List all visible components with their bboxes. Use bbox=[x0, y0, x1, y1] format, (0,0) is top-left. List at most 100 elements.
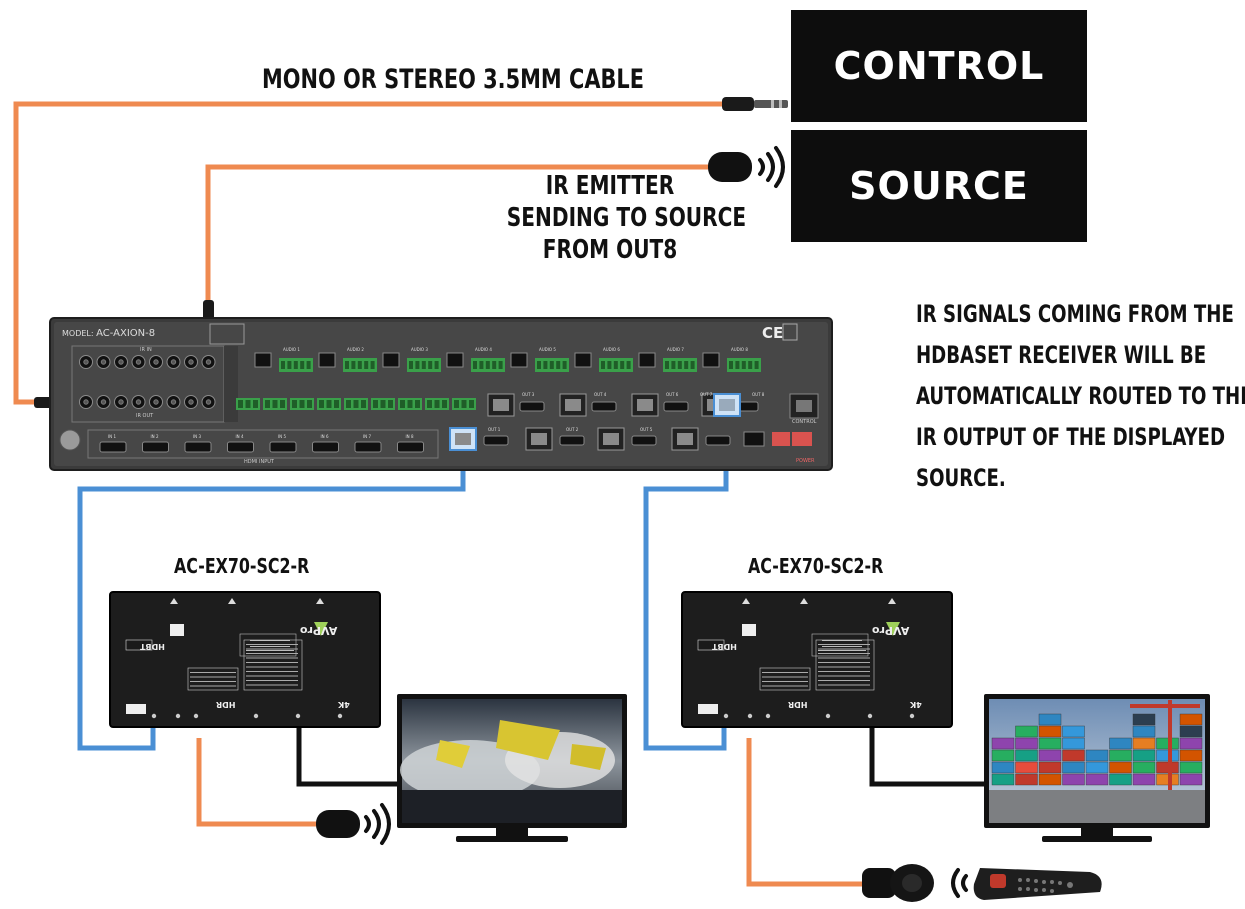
port-dot bbox=[338, 714, 342, 718]
sticker-line bbox=[246, 650, 294, 651]
terminal-screw bbox=[479, 361, 483, 369]
port-dot bbox=[724, 714, 728, 718]
hdmi-input-port bbox=[100, 442, 126, 452]
qr-mark bbox=[742, 624, 756, 636]
terminal-screw bbox=[373, 400, 378, 408]
terminal-screw bbox=[327, 400, 332, 408]
cable-ir-receiver bbox=[749, 738, 934, 902]
container-block bbox=[992, 774, 1014, 785]
container-block bbox=[1039, 726, 1061, 737]
terminal-screw bbox=[253, 400, 258, 408]
terminal-screw bbox=[601, 361, 605, 369]
receiver-left-brand: AVPro bbox=[300, 624, 337, 637]
container-block bbox=[1157, 774, 1179, 785]
spec-row bbox=[818, 685, 870, 686]
output-label: OUT 4 bbox=[594, 392, 606, 397]
terminal-screw bbox=[627, 361, 631, 369]
terminal-screw bbox=[300, 400, 305, 408]
terminal-screw bbox=[473, 361, 477, 369]
ir-waves-remote-icon bbox=[953, 870, 966, 896]
container-block bbox=[1133, 750, 1155, 761]
container-block bbox=[1039, 774, 1061, 785]
cable-hdmi-left bbox=[299, 725, 406, 784]
ir-emitter-line-3: FROM OUT8 bbox=[507, 234, 713, 266]
ir-jack-center bbox=[171, 360, 175, 364]
terminal-screw bbox=[307, 361, 311, 369]
optical-port bbox=[319, 353, 335, 367]
hdmi-input-label: IN 6 bbox=[321, 434, 329, 439]
spec-row bbox=[190, 681, 236, 682]
optical-port bbox=[575, 353, 591, 367]
ir-jack-center bbox=[101, 360, 105, 364]
terminal-screw bbox=[358, 361, 362, 369]
hdmi-input-port bbox=[270, 442, 296, 452]
port-dot bbox=[826, 714, 830, 718]
matrix-control-label: CONTROL bbox=[792, 419, 816, 425]
output-label: OUT 1 bbox=[488, 427, 500, 432]
receiver-left-hdr: HDR bbox=[216, 700, 236, 709]
terminal-screw bbox=[422, 361, 426, 369]
ir-jack-center bbox=[171, 400, 175, 404]
receiver-left-4k: 4K bbox=[338, 700, 350, 709]
receiver-right-brand: AVPro bbox=[872, 624, 909, 637]
container-block bbox=[1086, 750, 1108, 761]
display-right bbox=[984, 694, 1210, 842]
output-label: OUT 7 bbox=[700, 392, 712, 397]
audio-label: AUDIO 7 bbox=[667, 347, 684, 352]
container-block bbox=[992, 750, 1014, 761]
spec-row bbox=[190, 677, 236, 678]
optical-port bbox=[383, 353, 399, 367]
terminal-screw bbox=[319, 400, 324, 408]
spec-row bbox=[762, 686, 808, 687]
terminal-screw bbox=[665, 361, 669, 369]
matrix-model: MODEL: AC-AXION-8 bbox=[62, 328, 155, 339]
spec-row bbox=[246, 676, 298, 677]
ir-jack-center bbox=[119, 400, 123, 404]
spec-row bbox=[818, 680, 870, 681]
rj45-socket bbox=[603, 433, 619, 445]
container-block bbox=[1039, 762, 1061, 773]
spec-row bbox=[818, 658, 870, 659]
terminal-screw bbox=[550, 361, 554, 369]
matrix-power-label: POWER bbox=[796, 458, 815, 464]
terminal-screw bbox=[735, 361, 739, 369]
rj45-socket bbox=[455, 433, 471, 445]
ir-jack-center bbox=[84, 360, 88, 364]
spec-row bbox=[190, 686, 236, 687]
matrix-switcher bbox=[50, 318, 832, 470]
container-block bbox=[1063, 774, 1085, 785]
terminal-screw bbox=[556, 361, 560, 369]
terminal-screw bbox=[499, 361, 503, 369]
ir-jack-center bbox=[154, 400, 158, 404]
terminal-screw bbox=[346, 400, 351, 408]
sticker-line bbox=[818, 650, 866, 651]
terminal-screw bbox=[281, 361, 285, 369]
ir-jack-center bbox=[119, 360, 123, 364]
source-label: SOURCE bbox=[849, 164, 1029, 208]
port-dot bbox=[766, 714, 770, 718]
container-block bbox=[1180, 774, 1202, 785]
terminal-screw bbox=[620, 361, 624, 369]
spec-row bbox=[762, 677, 808, 678]
hdmi-output-port bbox=[592, 402, 616, 411]
spec-row bbox=[818, 653, 870, 654]
container-block bbox=[1016, 750, 1038, 761]
container-block bbox=[1133, 738, 1155, 749]
receiver-right-label: AC-EX70-SC2-R bbox=[748, 554, 883, 578]
hdmi-output-port bbox=[706, 436, 730, 445]
ir-jack-center bbox=[136, 360, 140, 364]
terminal-screw bbox=[462, 400, 467, 408]
matrix-model-prefix: MODEL: bbox=[62, 329, 94, 338]
container-block bbox=[1086, 774, 1108, 785]
ir-signals-line-1: IR SIGNALS COMING FROM THE bbox=[916, 294, 1245, 335]
control-box: CONTROL bbox=[791, 10, 1087, 122]
crane-arm bbox=[1130, 704, 1200, 708]
spec-row bbox=[246, 649, 298, 650]
spec-row bbox=[246, 662, 298, 663]
container-block bbox=[1180, 762, 1202, 773]
terminal-screw bbox=[300, 361, 304, 369]
terminal-screw bbox=[428, 361, 432, 369]
container-block bbox=[1157, 750, 1179, 761]
container-block bbox=[1110, 774, 1132, 785]
container-block bbox=[1086, 762, 1108, 773]
